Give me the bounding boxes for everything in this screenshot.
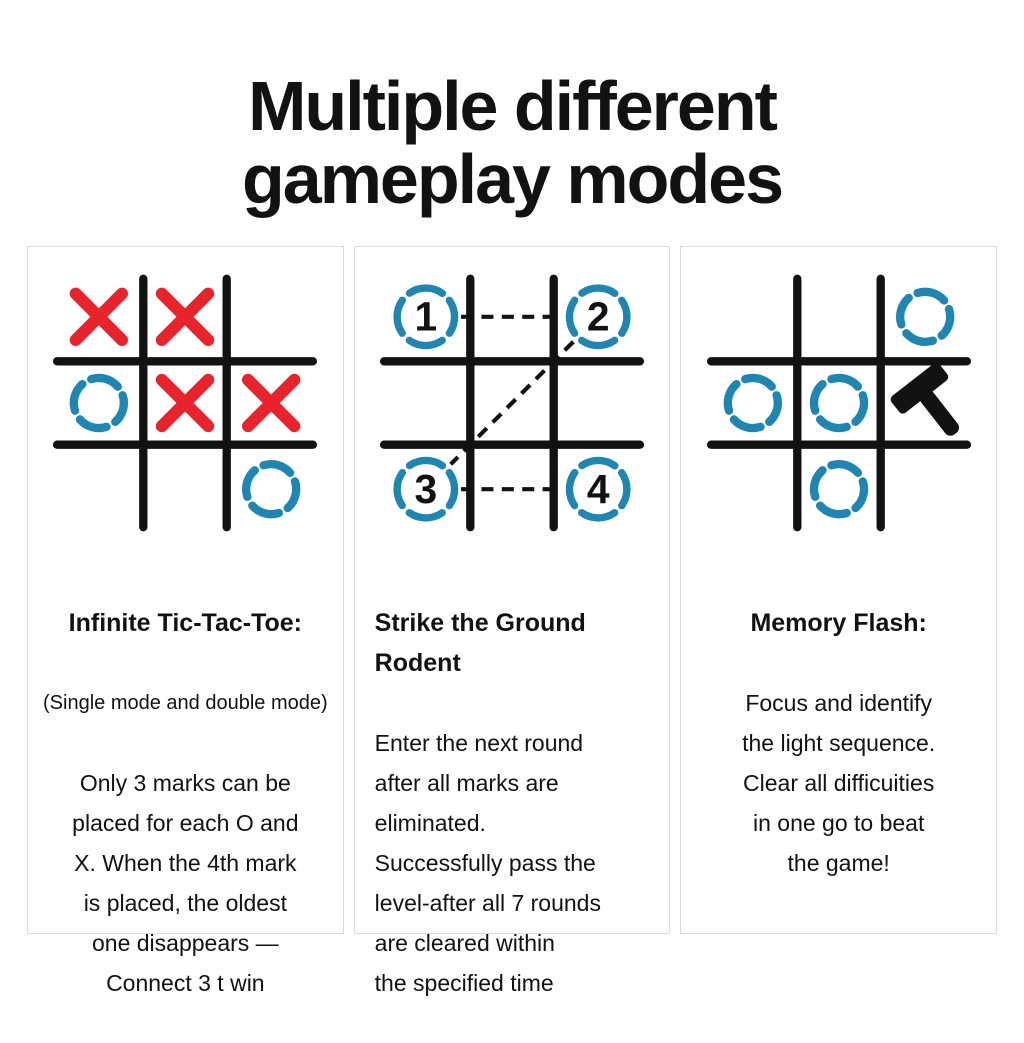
- o-mark-icon: [809, 373, 868, 433]
- x-mark-icon: [69, 287, 129, 347]
- numbered-step-icon: 2: [565, 284, 631, 350]
- step-number-label: 4: [587, 466, 610, 512]
- panel-infinite-tic-tac-toe: Infinite Tic-Tac-Toe: (Single mode and d…: [27, 246, 344, 996]
- numbered-step-icon: 4: [565, 456, 631, 522]
- whack-sequence-board: 1 2 3 4: [355, 247, 670, 559]
- whack-sequence-svg: 1 2 3 4: [379, 274, 645, 532]
- o-mark-icon: [809, 459, 868, 519]
- o-mark-icon: [242, 459, 301, 519]
- grid-lines: [379, 274, 645, 532]
- panel-memory-flash: Memory Flash: Focus and identify the lig…: [680, 246, 998, 934]
- gameplay-modes-panels: Infinite Tic-Tac-Toe: (Single mode and d…: [27, 246, 998, 996]
- panel-title-infinite-tic-tac-toe: Infinite Tic-Tac-Toe:: [68, 609, 302, 637]
- tic-tac-toe-svg: [53, 274, 318, 532]
- numbered-step-icon: 1: [393, 284, 459, 350]
- numbered-step-icon: 3: [393, 456, 459, 522]
- memory-flash-board: [681, 247, 996, 559]
- x-mark-icon: [242, 373, 301, 433]
- memory-flash-svg: [706, 274, 971, 532]
- grid-lines: [53, 274, 318, 532]
- panel-description-memory-flash: Focus and identify the light sequence. C…: [742, 690, 936, 876]
- page-title-line-1: Multiple different: [248, 67, 778, 145]
- hammer-icon: [890, 362, 959, 436]
- panel-text-strike-the-ground-rodent: Strike the Ground Rodent Enter the next …: [355, 559, 670, 1043]
- panel-text-infinite-tic-tac-toe: Infinite Tic-Tac-Toe: (Single mode and d…: [28, 559, 343, 1043]
- panel-subtitle-infinite-tic-tac-toe: (Single mode and double mode): [43, 692, 328, 714]
- page-title: Multiple different gameplay modes: [0, 0, 1024, 216]
- step-number-label: 3: [414, 466, 437, 512]
- panel-text-memory-flash: Memory Flash: Focus and identify the lig…: [681, 559, 996, 923]
- step-number-label: 2: [587, 294, 610, 340]
- o-mark-icon: [723, 373, 782, 433]
- tic-tac-toe-board: [28, 247, 343, 559]
- page-title-line-2: gameplay modes: [242, 140, 784, 218]
- panel-description-strike-the-ground-rodent: Enter the next round after all marks are…: [374, 730, 601, 996]
- panel-title-strike-the-ground-rodent: Strike the Ground Rodent: [374, 609, 586, 677]
- panel-strike-the-ground-rodent: 1 2 3 4 Strike the Ground Rodent Enter the …: [353, 246, 671, 996]
- grid-lines: [706, 274, 971, 532]
- o-mark-icon: [895, 287, 955, 347]
- panel-description-infinite-tic-tac-toe: Only 3 marks can be placed for each O an…: [72, 770, 299, 996]
- o-mark-icon: [69, 373, 129, 433]
- x-mark-icon: [156, 373, 215, 433]
- panel-title-memory-flash: Memory Flash:: [750, 609, 927, 637]
- step-number-label: 1: [414, 294, 437, 340]
- x-mark-icon: [156, 287, 215, 347]
- sequence-dashed-line: [449, 340, 575, 466]
